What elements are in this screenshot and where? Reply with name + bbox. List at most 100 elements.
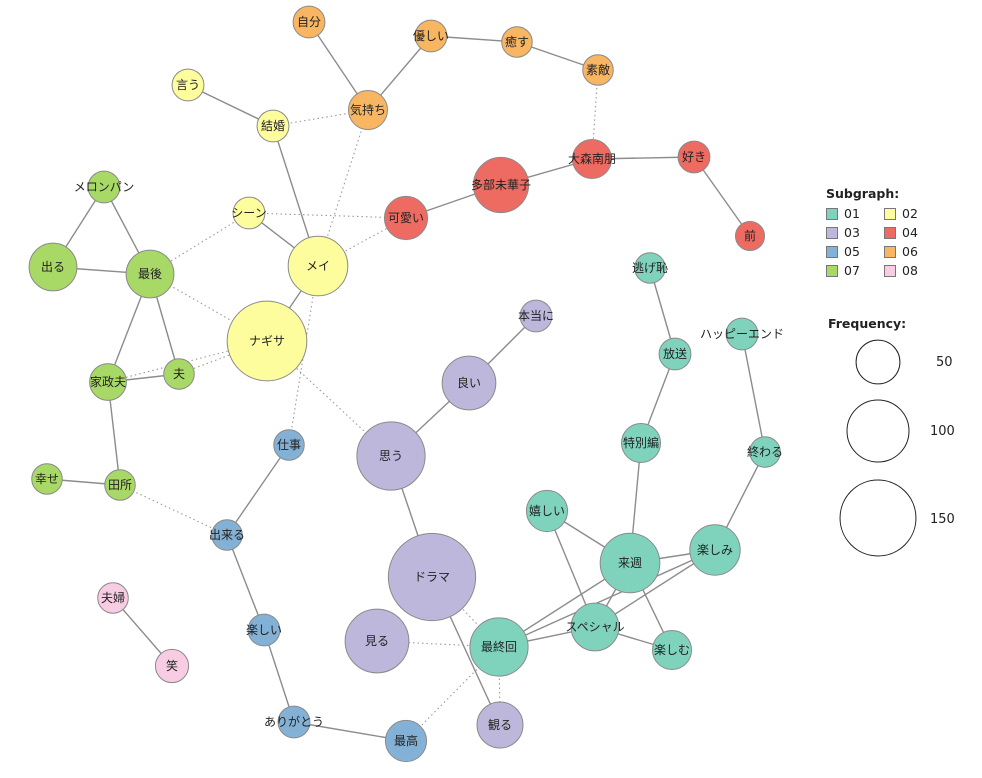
node-core <box>132 256 168 292</box>
node-kimochi[interactable]: 気持ち <box>347 89 389 131</box>
node-saikou[interactable]: 最高 <box>384 719 428 763</box>
node-label: 出る <box>41 260 65 274</box>
node-label: 結婚 <box>261 119 285 133</box>
node-label: メイ <box>306 259 330 273</box>
node-shigoto[interactable]: 仕事 <box>273 429 305 461</box>
node-core <box>478 626 520 668</box>
node-core <box>483 708 517 742</box>
frequency-legend-label-100: 100 <box>930 424 955 439</box>
node-label: 大森南朋 <box>568 151 616 166</box>
node-special[interactable]: スペシャル <box>565 602 625 652</box>
node-scene[interactable]: シーン <box>231 196 267 230</box>
node-arigatou[interactable]: ありがとう <box>264 705 324 739</box>
node-core <box>102 587 124 609</box>
legend-label: 02 <box>902 206 918 221</box>
node-tadokoro[interactable]: 田所 <box>104 469 136 501</box>
node-label: 嬉しい <box>529 504 565 518</box>
node-label: ありがとう <box>264 714 324 729</box>
node-tabe[interactable]: 多部未華子 <box>471 156 531 214</box>
node-label: シーン <box>231 206 266 220</box>
edge-scene-kawaii <box>248 212 407 219</box>
node-label: 幸せ <box>35 472 59 486</box>
node-oomori[interactable]: 大森南朋 <box>568 138 616 180</box>
node-miru2[interactable]: 観る <box>476 701 524 749</box>
node-core <box>35 249 71 285</box>
legend-item-05: 05 <box>826 244 884 259</box>
legend-item-01: 01 <box>826 206 884 221</box>
node-label: 来週 <box>618 556 642 570</box>
node-ureshii[interactable]: 嬉しい <box>525 489 569 533</box>
node-tokubetsu[interactable]: 特別編 <box>620 422 662 464</box>
node-core <box>663 342 687 366</box>
legend-swatch <box>884 226 896 239</box>
node-iyasu[interactable]: 癒す <box>501 26 533 58</box>
node-tanoshimi[interactable]: 楽しみ <box>689 524 741 576</box>
node-yoi[interactable]: 良い <box>441 355 497 411</box>
node-iu[interactable]: 言う <box>171 68 205 102</box>
node-core <box>94 368 122 396</box>
legend-swatch <box>884 207 896 220</box>
node-kaseifu[interactable]: 家政夫 <box>89 363 127 401</box>
node-housou[interactable]: 放送 <box>658 337 692 371</box>
node-dekiru[interactable]: 出来る <box>209 519 245 551</box>
legend-swatch <box>826 264 838 277</box>
node-saigo[interactable]: 最後 <box>125 249 175 299</box>
node-omou[interactable]: 思う <box>356 421 426 491</box>
node-nigehaji[interactable]: 逃げ恥 <box>632 252 668 284</box>
node-label: 逃げ恥 <box>632 261 668 275</box>
node-core <box>657 635 687 665</box>
node-otto[interactable]: 夫 <box>163 358 195 390</box>
node-raishuu[interactable]: 来週 <box>599 532 661 594</box>
node-fuufu[interactable]: 夫婦 <box>97 582 129 614</box>
node-melonpan[interactable]: メロンパン <box>74 170 135 204</box>
node-label: 出来る <box>209 528 245 542</box>
node-mae[interactable]: 前 <box>734 220 766 252</box>
node-label: 好き <box>682 150 706 164</box>
node-suki[interactable]: 好き <box>677 140 711 174</box>
node-core <box>730 322 754 346</box>
node-label: 家政夫 <box>90 374 126 389</box>
node-jibun[interactable]: 自分 <box>292 5 326 39</box>
node-owaru[interactable]: 終わる <box>747 436 783 468</box>
frequency-legend-title: Frequency: <box>828 316 907 331</box>
node-tanoshii[interactable]: 楽しい <box>246 613 282 647</box>
edge-mei-kawaii <box>317 217 407 267</box>
node-deru[interactable]: 出る <box>28 242 78 292</box>
node-kawaii[interactable]: 可愛い <box>383 195 429 241</box>
node-warau[interactable]: 笑 <box>154 648 190 684</box>
edge-kimochi-mei <box>317 109 369 267</box>
legend-item-03: 03 <box>826 225 884 240</box>
node-core <box>390 202 422 234</box>
legend-item-02: 02 <box>884 206 942 221</box>
node-saishuukai[interactable]: 最終回 <box>469 617 529 677</box>
node-core <box>168 363 190 385</box>
node-mei[interactable]: メイ <box>287 235 349 297</box>
node-nagisa[interactable]: ナギサ <box>226 300 308 382</box>
node-yasashii[interactable]: 優しい <box>413 19 449 53</box>
node-suteki[interactable]: 素敵 <box>582 54 614 86</box>
node-core <box>282 710 306 734</box>
node-drama[interactable]: ドラマ <box>387 532 477 622</box>
node-label: 放送 <box>663 346 687 361</box>
node-label: 仕事 <box>277 438 301 452</box>
legend-swatch <box>884 245 896 258</box>
node-hontouni[interactable]: 本当に <box>518 299 554 333</box>
node-core <box>297 10 321 34</box>
legend-swatch <box>826 245 838 258</box>
node-label: 本当に <box>518 309 554 323</box>
node-core <box>506 31 528 53</box>
node-core <box>577 609 613 645</box>
node-shiawase[interactable]: 幸せ <box>31 463 63 495</box>
node-tanoshimu[interactable]: 楽しむ <box>651 629 693 671</box>
node-core <box>109 474 131 496</box>
node-miru[interactable]: 見る <box>344 608 410 674</box>
node-label: 夫 <box>173 367 185 381</box>
node-core <box>261 114 285 138</box>
node-happyend[interactable]: ハッピーエンド <box>700 317 784 351</box>
node-label: 特別編 <box>623 435 659 450</box>
node-label: スペシャル <box>565 620 624 634</box>
node-core <box>353 95 383 125</box>
node-kekkon[interactable]: 結婚 <box>256 109 290 143</box>
